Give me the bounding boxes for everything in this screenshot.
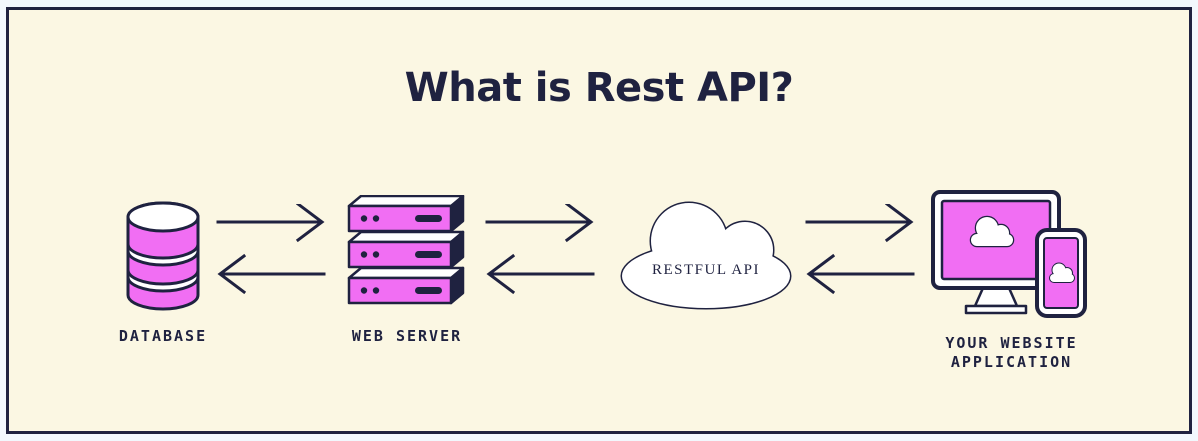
database-cylinder-icon: [126, 201, 200, 311]
client-label-line1: YOUR WEBSITE: [945, 334, 1078, 352]
arrows-cloud-client: [805, 204, 915, 294]
database-label: DATABASE: [118, 327, 208, 345]
diagram-panel: What is Rest API? DATABASE WEB SERVE: [6, 7, 1192, 434]
arrows-db-server: [216, 204, 326, 294]
cloud-icon: [620, 201, 792, 310]
server-stack-icon: [347, 195, 465, 305]
client-label-line2: APPLICATION: [950, 353, 1073, 371]
monitor-and-phone-icon: [931, 190, 1087, 318]
monitor-cloud-icon: [969, 215, 1015, 248]
restful-api-label: RESTFUL API: [651, 262, 761, 278]
phone-cloud-icon: [1049, 262, 1075, 283]
page-title: What is Rest API?: [404, 65, 794, 111]
client-label: YOUR WEBSITE APPLICATION: [929, 334, 1094, 372]
web-server-label: WEB SERVER: [351, 327, 463, 345]
arrows-server-cloud: [485, 204, 595, 294]
